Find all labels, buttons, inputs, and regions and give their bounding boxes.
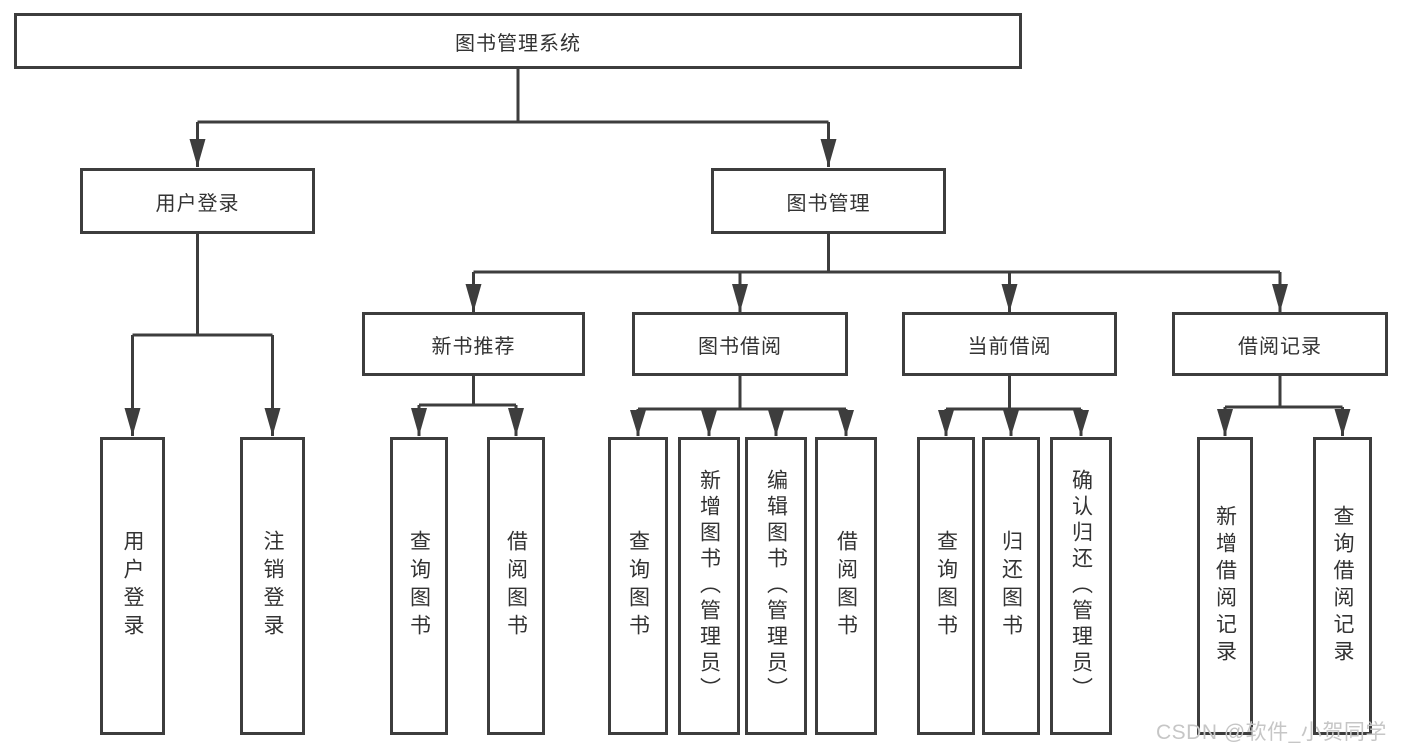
arrow-down-icon bbox=[1217, 409, 1233, 436]
leaf-query-books-current: 查询图书 bbox=[917, 437, 975, 735]
arrow-down-icon bbox=[189, 139, 206, 167]
node-library-management-system: 图书管理系统 bbox=[14, 13, 1022, 69]
arrow-down-icon bbox=[838, 410, 854, 436]
node-user-login: 用户登录 bbox=[80, 168, 315, 234]
arrow-down-icon bbox=[264, 408, 281, 436]
arrow-down-icon bbox=[1001, 284, 1018, 312]
connector-userlogin-to-leaves bbox=[131, 234, 274, 436]
leaf-return-books: 归还图书 bbox=[982, 437, 1040, 735]
arrow-down-icon bbox=[1073, 410, 1089, 436]
csdn-watermark: CSDN @软件_小贺同学 bbox=[1156, 721, 1387, 744]
arrow-down-icon bbox=[465, 284, 482, 312]
arrow-down-icon bbox=[701, 410, 717, 436]
connector-root-to-level2 bbox=[196, 68, 830, 167]
leaf-add-borrow-record: 新增借阅记录 bbox=[1197, 437, 1253, 735]
leaf-query-books-borrow: 查询图书 bbox=[608, 437, 668, 735]
arrow-down-icon bbox=[630, 410, 646, 436]
leaf-logout: 注销登录 bbox=[240, 437, 305, 735]
leaf-edit-books-admin: 编辑图书（管理员） bbox=[745, 437, 807, 735]
arrow-down-icon bbox=[768, 410, 784, 436]
node-new-book-recommendation: 新书推荐 bbox=[362, 312, 585, 376]
arrow-down-icon bbox=[820, 139, 837, 167]
node-borrowing-records: 借阅记录 bbox=[1172, 312, 1388, 376]
node-current-borrowing: 当前借阅 bbox=[902, 312, 1117, 376]
connector-bookborrow-to-leaves bbox=[636, 376, 848, 436]
arrow-down-icon bbox=[411, 408, 427, 436]
node-book-borrowing: 图书借阅 bbox=[632, 312, 848, 376]
arrow-down-icon bbox=[938, 410, 954, 436]
leaf-query-borrow-record: 查询借阅记录 bbox=[1313, 437, 1372, 735]
leaf-borrow-books: 借阅图书 bbox=[815, 437, 877, 735]
node-book-management: 图书管理 bbox=[711, 168, 946, 234]
connector-bookmgmt-to-level3 bbox=[472, 234, 1282, 312]
arrow-down-icon bbox=[732, 284, 748, 312]
leaf-user-login: 用户登录 bbox=[100, 437, 165, 735]
connector-records-to-leaves bbox=[1223, 376, 1344, 436]
arrow-down-icon bbox=[1003, 410, 1019, 436]
connector-newbook-to-leaves bbox=[417, 376, 518, 436]
leaf-confirm-return-admin: 确认归还（管理员） bbox=[1050, 437, 1112, 735]
arrow-down-icon bbox=[1272, 284, 1288, 312]
leaf-query-books-recommend: 查询图书 bbox=[390, 437, 448, 735]
arrow-down-icon bbox=[508, 408, 524, 436]
arrow-down-icon bbox=[124, 408, 141, 436]
leaf-add-books-admin: 新增图书（管理员） bbox=[678, 437, 740, 735]
arrow-down-icon bbox=[1334, 409, 1351, 436]
leaf-borrow-books-recommend: 借阅图书 bbox=[487, 437, 545, 735]
